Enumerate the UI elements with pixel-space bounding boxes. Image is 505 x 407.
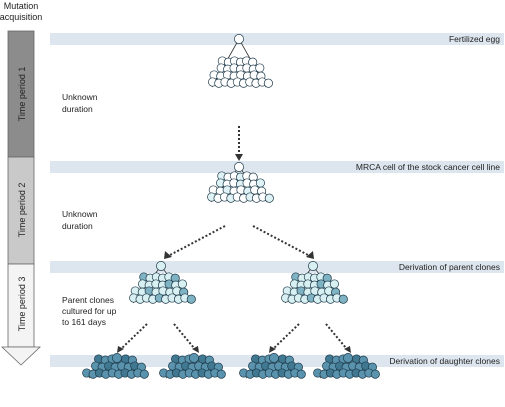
cell-cluster-mrca bbox=[207, 162, 274, 203]
stage-label-daughter-clones: Derivation of daughter clones bbox=[389, 356, 500, 366]
cell bbox=[370, 369, 380, 379]
cell bbox=[296, 369, 306, 379]
arrowhead bbox=[164, 251, 172, 259]
arrow-mrca-to-parent-left bbox=[169, 225, 226, 256]
time-period-2-label: Time period 2 bbox=[17, 183, 27, 238]
time-period-2-segment bbox=[7, 156, 35, 265]
annotation-period-3: Parent clones cultured for up to 161 day… bbox=[62, 295, 117, 327]
arrowhead bbox=[269, 346, 276, 353]
time-arrow-head bbox=[0, 346, 42, 366]
annotation-period-2: Unknown duration bbox=[62, 209, 98, 231]
stage-band-fertilized-egg: Fertilized egg bbox=[50, 33, 504, 45]
cell bbox=[255, 178, 265, 188]
arrow-parent-right-to-daughter-4 bbox=[325, 323, 347, 349]
root-cell bbox=[308, 261, 318, 271]
stage-band-mrca: MRCA cell of the stock cancer cell line bbox=[50, 161, 504, 173]
cell bbox=[139, 369, 149, 379]
annotation-line: to 161 days bbox=[62, 317, 106, 327]
time-period-1-label: Time period 1 bbox=[17, 67, 27, 122]
arrowhead bbox=[192, 346, 199, 353]
annotation-line: cultured for up bbox=[62, 306, 117, 316]
annotation-line: duration bbox=[62, 221, 93, 231]
cell bbox=[263, 78, 273, 88]
root-cell bbox=[189, 353, 199, 363]
arrowhead bbox=[344, 346, 351, 353]
cell-cluster-daughter-1 bbox=[82, 353, 149, 379]
cell-cluster-daughter-3 bbox=[239, 353, 306, 379]
stage-label-parent-clones: Derivation of parent clones bbox=[399, 262, 500, 272]
root-cell bbox=[343, 353, 353, 363]
root-cell bbox=[234, 162, 244, 172]
arrowhead bbox=[235, 154, 243, 161]
arrowhead bbox=[117, 346, 124, 353]
cell-cluster-parent-left bbox=[129, 261, 196, 304]
root-cell bbox=[156, 261, 166, 271]
cell bbox=[186, 294, 196, 304]
cell-cluster-fertilized-egg bbox=[208, 34, 273, 88]
arrow-parent-left-to-daughter-1 bbox=[121, 323, 148, 349]
time-period-1-segment bbox=[7, 30, 35, 158]
header-line-2: acquisition bbox=[0, 12, 42, 22]
arrow-parent-left-to-daughter-2 bbox=[173, 323, 195, 349]
cell bbox=[264, 193, 274, 203]
arrow-heads bbox=[117, 154, 351, 353]
header-line-1: Mutation bbox=[4, 1, 39, 11]
arrowhead bbox=[306, 251, 314, 259]
annotation-line: Unknown bbox=[62, 92, 98, 102]
cell bbox=[216, 369, 226, 379]
annotation-line: Unknown bbox=[62, 209, 98, 219]
stage-label-fertilized-egg: Fertilized egg bbox=[449, 34, 500, 44]
time-period-3-label: Time period 3 bbox=[17, 277, 27, 332]
cell-cluster-daughter-4 bbox=[313, 353, 380, 379]
annotation-line: Parent clones bbox=[62, 295, 114, 305]
lineage-arrows bbox=[121, 126, 347, 349]
stage-label-mrca: MRCA cell of the stock cancer cell line bbox=[356, 162, 500, 172]
annotation-period-1: Unknown duration bbox=[62, 92, 98, 114]
cell-cluster-daughter-2 bbox=[159, 353, 226, 379]
annotation-line: duration bbox=[62, 104, 93, 114]
cell bbox=[255, 63, 265, 73]
stage-band-parent-clones: Derivation of parent clones bbox=[50, 261, 504, 273]
cell bbox=[329, 279, 339, 289]
arrow-mrca-to-parent-right bbox=[252, 225, 309, 256]
cell bbox=[338, 294, 348, 304]
time-period-3-segment bbox=[7, 263, 35, 348]
time-arrow: Time period 1 Time period 2 Time period … bbox=[0, 30, 42, 366]
root-cell bbox=[269, 353, 279, 363]
root-cell bbox=[234, 34, 244, 44]
arrow-parent-right-to-daughter-3 bbox=[273, 323, 300, 349]
cell-cluster-parent-right bbox=[281, 261, 348, 304]
cell bbox=[177, 279, 187, 289]
root-cell bbox=[112, 353, 122, 363]
